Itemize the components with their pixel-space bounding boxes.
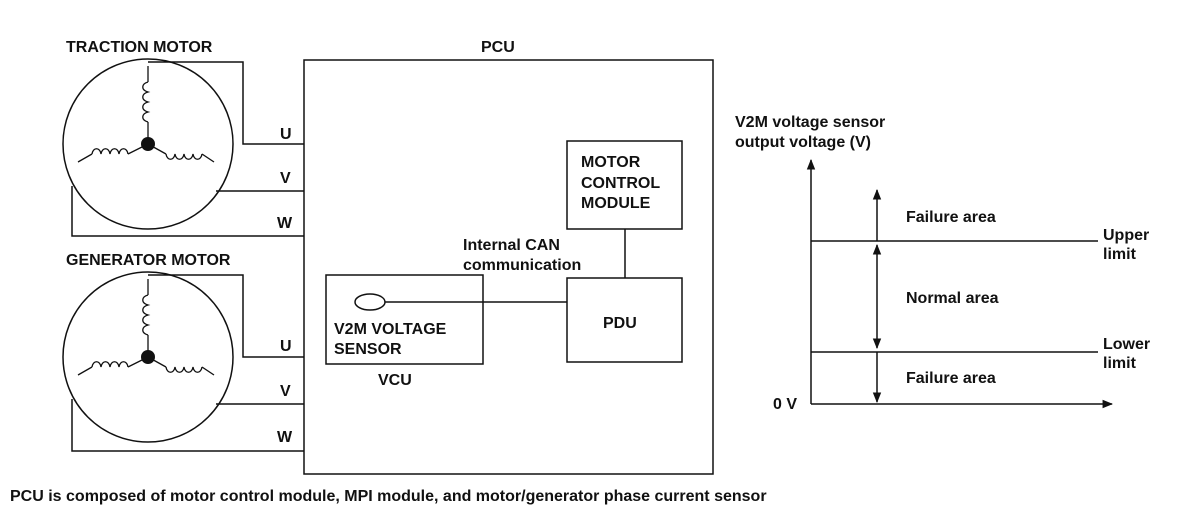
generator-motor-circle: [62, 271, 234, 443]
v2m-sensor-symbol: [354, 293, 386, 311]
generator-phase-u: U: [280, 338, 292, 355]
generator-wire-u: [148, 274, 304, 358]
upper-limit-line1: Upper: [1103, 227, 1149, 244]
normal-area-label: Normal area: [906, 290, 999, 307]
traction-wire-w: [71, 186, 304, 237]
sensor-label-line1: V2M VOLTAGE: [334, 321, 447, 338]
mcm-label-line3: MODULE: [581, 195, 651, 212]
caption: PCU is composed of motor control module,…: [10, 488, 767, 505]
lower-limit-line1: Lower: [1103, 336, 1150, 353]
can-label-line1: Internal CAN: [463, 237, 560, 254]
graph-ylabel-line1: V2M voltage sensor: [735, 114, 885, 131]
can-label-line2: communication: [463, 257, 581, 274]
upper-limit-line2: limit: [1103, 246, 1137, 263]
traction-phase-w: W: [277, 215, 293, 232]
graph-ylabel-line2: output voltage (V): [735, 134, 871, 151]
traction-wire-u: [148, 61, 304, 145]
lower-limit-line2: limit: [1103, 355, 1137, 372]
traction-phase-v: V: [280, 170, 291, 187]
generator-phase-v: V: [280, 383, 291, 400]
generator-wire-w: [71, 399, 304, 452]
mcm-label-line1: MOTOR: [581, 154, 641, 171]
graph-zero-label: 0 V: [773, 396, 797, 413]
traction-phase-u: U: [280, 126, 292, 143]
mcm-label-line2: CONTROL: [581, 175, 660, 192]
pcu-title: PCU: [481, 39, 515, 56]
pdu-label: PDU: [603, 315, 637, 332]
vcu-box: [325, 274, 484, 365]
pcu-box: [303, 59, 714, 475]
failure-area-top-label: Failure area: [906, 209, 996, 226]
generator-motor-title: GENERATOR MOTOR: [66, 252, 231, 269]
generator-phase-w: W: [277, 429, 293, 446]
failure-area-bottom-label: Failure area: [906, 370, 996, 387]
traction-motor-title: TRACTION MOTOR: [66, 39, 213, 56]
generator-neutral-dot: [141, 350, 155, 364]
vcu-label: VCU: [378, 372, 412, 389]
sensor-label-line2: SENSOR: [334, 341, 402, 358]
traction-motor-circle: [62, 58, 234, 230]
traction-neutral-dot: [141, 137, 155, 151]
